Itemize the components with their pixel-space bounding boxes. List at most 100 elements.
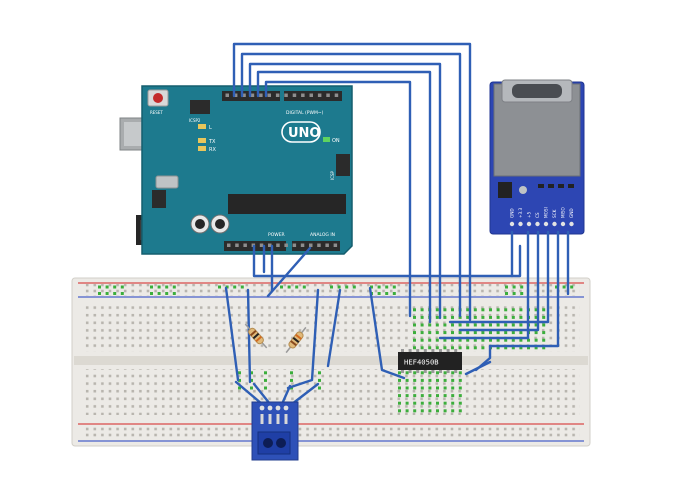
connected-hole bbox=[451, 378, 455, 382]
connected-hole bbox=[420, 394, 424, 398]
digital-pin bbox=[334, 93, 339, 97]
connected-hole bbox=[435, 346, 439, 350]
connected-hole bbox=[451, 346, 454, 350]
connected-hole bbox=[413, 378, 417, 382]
connected-hole bbox=[120, 292, 124, 295]
led-l bbox=[198, 124, 206, 129]
wire-left-2 bbox=[246, 288, 252, 384]
connected-hole bbox=[428, 378, 432, 382]
connected-hole bbox=[264, 386, 267, 390]
rail-bottom-holes bbox=[82, 426, 580, 438]
connected-hole bbox=[287, 285, 291, 289]
connected-hole bbox=[443, 323, 447, 327]
sensor-pin-label-mark bbox=[268, 414, 272, 424]
ic-pin-bottom bbox=[423, 369, 427, 373]
connected-hole bbox=[398, 401, 401, 405]
wire-d12 bbox=[240, 52, 462, 318]
connected-hole bbox=[98, 292, 101, 295]
connected-hole bbox=[512, 285, 516, 289]
connected-hole bbox=[443, 409, 447, 413]
connected-hole bbox=[157, 285, 161, 289]
ic-pin-bottom bbox=[446, 369, 450, 373]
connected-hole bbox=[473, 308, 477, 312]
sd-pin bbox=[552, 221, 557, 227]
connected-hole bbox=[458, 378, 462, 382]
connected-hole bbox=[385, 285, 389, 289]
led-rx-label: RX bbox=[209, 147, 216, 153]
analog-label: ANALOG IN bbox=[310, 232, 335, 238]
connected-hole bbox=[290, 371, 293, 375]
connected-hole bbox=[542, 315, 546, 319]
connected-hole bbox=[466, 331, 470, 335]
connected-hole bbox=[318, 386, 321, 390]
connected-hole bbox=[428, 331, 432, 335]
connected-hole bbox=[504, 323, 508, 327]
sd-pin-label: +3.3 bbox=[518, 207, 523, 218]
digital-header-pins bbox=[225, 93, 339, 97]
led-tx-label: TX bbox=[208, 139, 216, 145]
digital-pin bbox=[309, 93, 313, 97]
connected-hole bbox=[555, 285, 558, 289]
connected-hole bbox=[420, 401, 424, 405]
sensor-pin-label-mark bbox=[276, 414, 280, 424]
connected-hole bbox=[458, 386, 462, 390]
connected-hole bbox=[481, 308, 485, 312]
connected-hole bbox=[481, 346, 485, 350]
ic-pin-top bbox=[408, 349, 412, 353]
connected-hole bbox=[451, 386, 455, 390]
connected-hole bbox=[250, 378, 253, 382]
sd-card-module bbox=[489, 79, 585, 235]
sd-pin-label: SCK bbox=[552, 209, 557, 218]
connected-hole bbox=[511, 346, 515, 350]
icsp-header bbox=[336, 154, 350, 176]
icsp2-header bbox=[190, 100, 210, 114]
connected-hole bbox=[504, 346, 508, 350]
connected-hole bbox=[542, 323, 546, 327]
connected-hole bbox=[428, 386, 432, 390]
wire-d13 bbox=[232, 42, 472, 322]
connected-hole bbox=[451, 401, 455, 405]
connected-hole bbox=[435, 331, 439, 335]
connected-hole bbox=[436, 386, 439, 390]
connected-hole bbox=[481, 323, 485, 327]
sd-pin-label: MISO bbox=[561, 206, 566, 218]
connected-hole bbox=[519, 323, 523, 327]
connected-hole bbox=[302, 285, 306, 289]
connected-hole bbox=[489, 315, 492, 319]
sd-pin bbox=[535, 221, 540, 227]
connected-hole bbox=[318, 378, 321, 382]
connected-hole bbox=[405, 401, 409, 405]
connected-hole bbox=[428, 338, 432, 342]
wire-sensor-1 bbox=[234, 380, 264, 406]
connected-hole bbox=[451, 394, 455, 398]
connected-hole bbox=[413, 315, 416, 319]
connected-hole bbox=[318, 371, 321, 375]
connected-hole bbox=[519, 315, 523, 319]
sd-pin bbox=[560, 221, 566, 227]
reset-button-cap[interactable] bbox=[153, 93, 163, 103]
connected-hole bbox=[398, 386, 401, 390]
connected-hole bbox=[398, 409, 401, 413]
connected-hole bbox=[420, 331, 424, 335]
connected-hole bbox=[458, 338, 462, 342]
connected-hole bbox=[542, 338, 546, 342]
wire-sensor-4 bbox=[290, 382, 320, 406]
connected-hole bbox=[534, 338, 538, 342]
connected-hole bbox=[473, 338, 477, 342]
connected-hole bbox=[481, 331, 485, 335]
digital-pin bbox=[292, 93, 297, 97]
connected-hole bbox=[451, 308, 454, 312]
sensor-pin bbox=[275, 405, 281, 411]
power-pin bbox=[325, 243, 329, 247]
connected-hole bbox=[250, 371, 253, 375]
connected-hole bbox=[420, 386, 424, 390]
wire-sd-cs bbox=[438, 230, 530, 340]
connected-hole bbox=[428, 394, 432, 398]
connected-hole bbox=[519, 331, 523, 335]
connected-hole bbox=[481, 338, 485, 342]
power-pin bbox=[268, 243, 272, 247]
connected-hole bbox=[105, 285, 109, 289]
connected-hole bbox=[413, 346, 416, 350]
connected-hole bbox=[451, 338, 454, 342]
connected-hole bbox=[398, 371, 401, 375]
